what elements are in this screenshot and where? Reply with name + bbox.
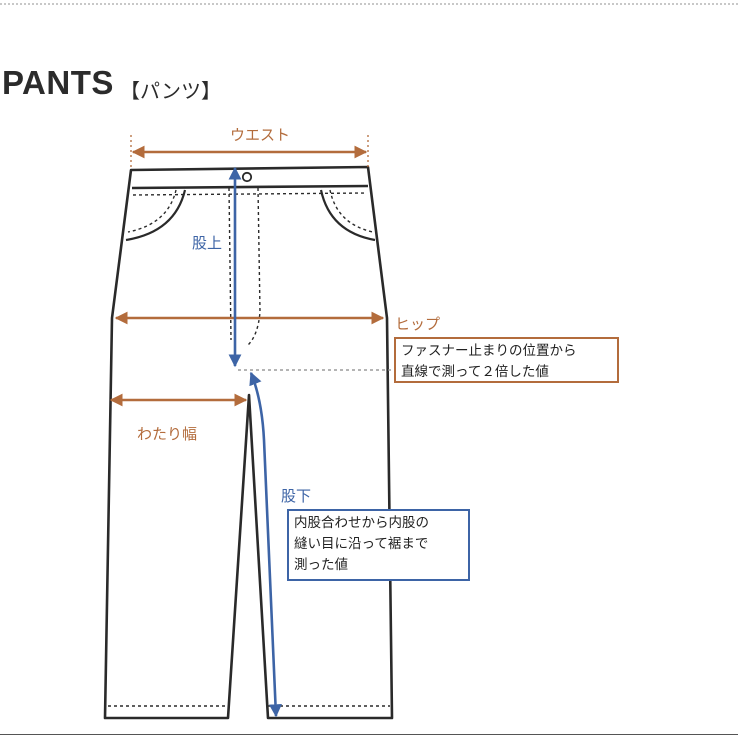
page-subtitle: 【パンツ】 — [120, 79, 221, 103]
waistband-line — [131, 184, 369, 190]
inseam-label: 股下 — [281, 487, 312, 505]
thigh-label: わたり幅 — [137, 425, 198, 443]
inseam-arrow — [249, 371, 282, 718]
inseam-note-line: 内股合わせから内股の — [294, 515, 429, 531]
hip-note-line: ファスナー止まりの位置から — [401, 343, 577, 359]
left-pocket-opening — [125, 189, 187, 242]
hip-note-line: 直線で測って２倍した値 — [401, 364, 549, 380]
rise-label: 股上 — [192, 234, 223, 252]
button-icon — [241, 171, 253, 183]
inseam-note-box: 内股合わせから内股の 縫い目に沿って裾まで 測った値 — [287, 509, 470, 581]
waistband-stitch — [132, 192, 368, 196]
fly-stitch — [246, 187, 261, 347]
hip-label: ヒップ — [395, 315, 441, 333]
bottom-border — [0, 734, 738, 735]
hip-note-box: ファスナー止まりの位置から 直線で測って２倍した値 — [394, 337, 619, 383]
page-title: PANTS — [2, 64, 114, 101]
top-dotted-border — [0, 3, 738, 5]
inseam-note-line: 縫い目に沿って裾まで — [294, 536, 429, 552]
inseam-note-line: 測った値 — [294, 557, 348, 573]
left-pocket-stitch — [127, 189, 177, 233]
right-pocket-opening — [319, 189, 376, 242]
waist-label: ウエスト — [230, 126, 291, 144]
right-pocket-stitch — [329, 189, 374, 233]
